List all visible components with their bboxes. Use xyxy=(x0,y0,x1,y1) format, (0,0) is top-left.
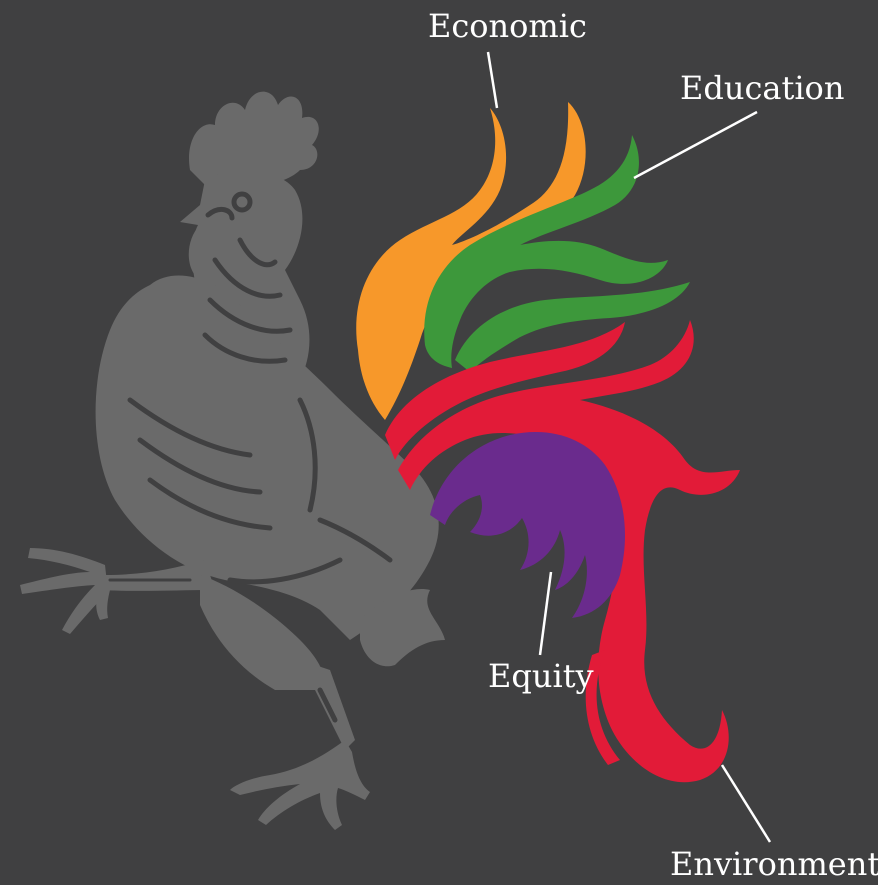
rooster-comb xyxy=(189,91,319,187)
label-equity: Equity xyxy=(488,657,594,695)
equity-plume xyxy=(430,432,625,618)
rooster-wattle xyxy=(188,225,218,281)
label-education: Education xyxy=(680,69,845,107)
label-economic: Economic xyxy=(428,7,587,45)
rooster-foot-standing xyxy=(230,740,370,830)
education-plume xyxy=(424,135,690,372)
rooster-leg-raised xyxy=(100,560,215,591)
rooster-thigh xyxy=(200,575,324,690)
label-environment: Environment xyxy=(670,845,878,883)
environment-plume xyxy=(385,320,740,783)
leader-lines xyxy=(486,51,772,843)
leader-line-equity xyxy=(538,571,553,656)
rooster-details xyxy=(108,191,393,723)
leader-line-environment xyxy=(720,764,772,843)
rooster-body xyxy=(95,275,439,640)
rooster-foot-raised xyxy=(20,548,108,634)
rooster xyxy=(20,91,445,830)
rooster-tail-gray xyxy=(360,589,445,667)
leader-line-education xyxy=(633,110,758,180)
leader-line-economic xyxy=(486,51,499,109)
